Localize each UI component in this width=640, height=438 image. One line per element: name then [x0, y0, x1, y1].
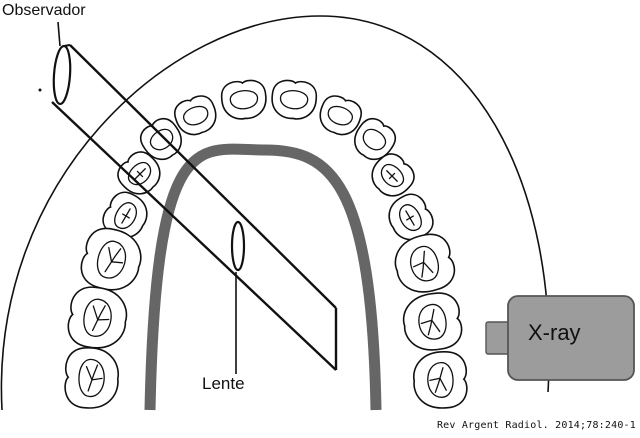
xray-tube-icon — [485, 295, 635, 381]
tooth-left-8 — [64, 347, 120, 409]
projection-beam — [51, 44, 338, 371]
citation: Rev Argent Radiol. 2014;78:240-1 — [436, 420, 636, 431]
tooth-right-6 — [394, 233, 456, 293]
tooth-right-4 — [371, 153, 415, 197]
observer-eye-icon — [52, 44, 72, 106]
tooth-right-5 — [388, 193, 434, 241]
tooth-left-3 — [139, 117, 182, 161]
tooth-right-7 — [402, 292, 463, 351]
lens-label: Lente — [202, 374, 245, 393]
palatal-arch — [144, 143, 382, 411]
lens-icon — [230, 220, 246, 272]
tooth-left-1 — [220, 79, 267, 120]
tooth-left-6 — [80, 227, 142, 291]
dental-arch-teeth — [64, 79, 468, 409]
outer-jaw-contour — [0, 15, 550, 411]
tooth-right-8 — [412, 351, 468, 409]
observer-leader-line — [57, 21, 61, 47]
tooth-left-5 — [102, 191, 148, 239]
xray-label: X-ray — [528, 320, 581, 345]
observer-label: Observador — [2, 2, 86, 19]
tooth-left-7 — [67, 286, 128, 349]
tooth-right-2 — [319, 95, 362, 136]
marker-dot — [38, 88, 42, 92]
tooth-right-1 — [271, 79, 318, 120]
tooth-right-3 — [354, 117, 397, 161]
tooth-left-2 — [174, 95, 217, 136]
